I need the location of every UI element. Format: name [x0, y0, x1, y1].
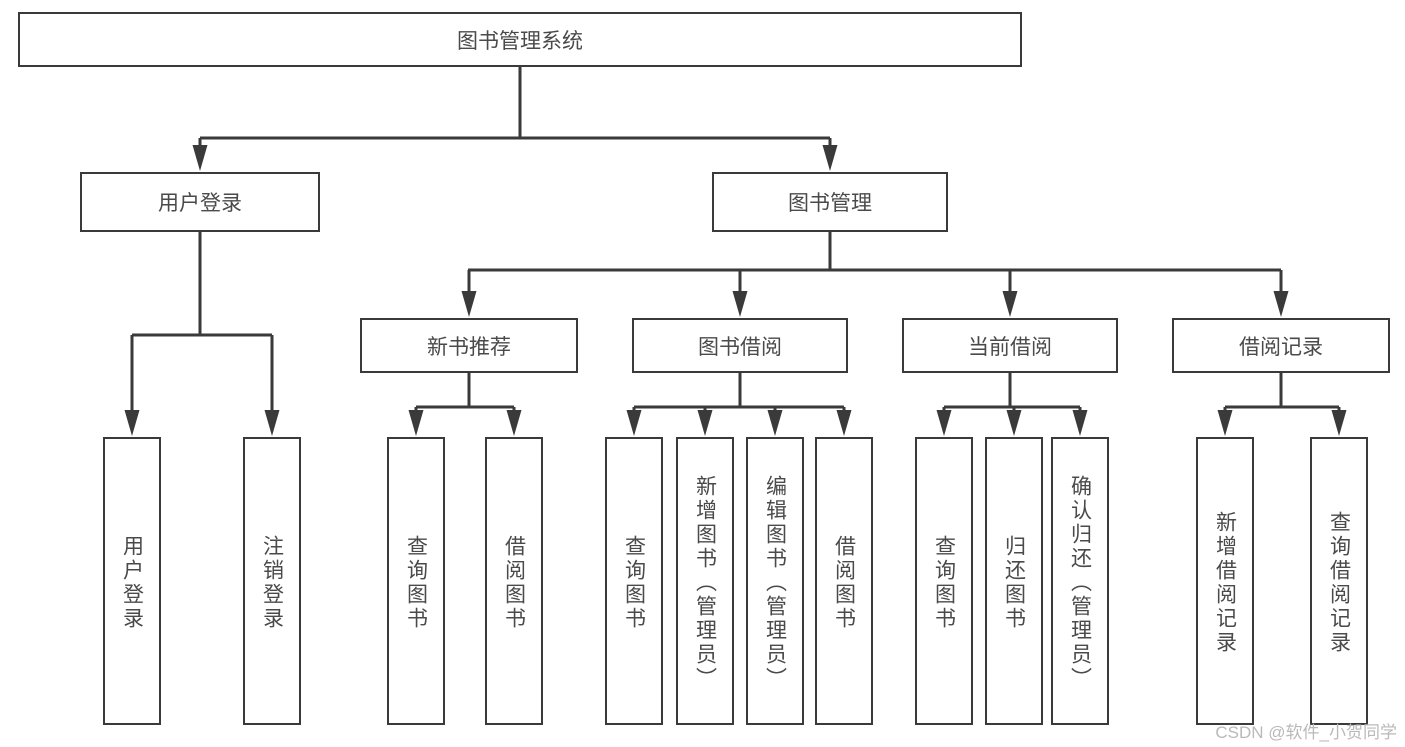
connector-bus [200, 67, 830, 140]
node-label: 归还图书 [1002, 535, 1026, 631]
node-label: 借阅图书 [502, 535, 526, 631]
connector-bus [944, 373, 1080, 409]
arrow-head [506, 410, 522, 436]
node-leaf-query-record[interactable]: 查询借阅记录 [1310, 437, 1368, 725]
node-leaf-add-book[interactable]: 新增图书（管理员） [676, 437, 734, 725]
node-leaf-user-login[interactable]: 用户登录 [103, 437, 161, 725]
watermark: CSDN @软件_小贺同学 [1215, 723, 1397, 742]
connector-arrow [192, 138, 208, 171]
arrow-head [408, 410, 424, 436]
connector-arrow [626, 407, 642, 436]
arrow-head [1006, 410, 1022, 436]
node-leaf-return-book[interactable]: 归还图书 [985, 437, 1043, 725]
node-new-book-recommend[interactable]: 新书推荐 [360, 318, 578, 373]
node-label: 注销登录 [260, 535, 284, 631]
node-label: 编辑图书（管理员） [763, 475, 787, 691]
node-label: 当前借阅 [968, 335, 1052, 359]
node-leaf-borrow-book-2[interactable]: 借阅图书 [815, 437, 873, 725]
node-label: 查询借阅记录 [1327, 511, 1351, 655]
node-leaf-confirm-return[interactable]: 确认归还（管理员） [1051, 437, 1109, 725]
node-leaf-user-logout[interactable]: 注销登录 [243, 437, 301, 725]
arrow-head [124, 410, 140, 436]
arrow-head [936, 410, 952, 436]
node-book-manage[interactable]: 图书管理 [712, 172, 948, 232]
arrow-head [626, 410, 642, 436]
connector-arrow [461, 270, 477, 317]
node-leaf-query-book-3[interactable]: 查询图书 [915, 437, 973, 725]
node-leaf-add-record[interactable]: 新增借阅记录 [1196, 437, 1254, 725]
arrow-head [822, 145, 838, 171]
arrow-head [1072, 410, 1088, 436]
connector-bus [634, 373, 844, 409]
connector-arrow [1273, 270, 1289, 317]
node-label: 查询图书 [932, 535, 956, 631]
node-user-login[interactable]: 用户登录 [80, 172, 320, 232]
arrow-head [1217, 410, 1233, 436]
node-label: 图书借阅 [698, 335, 782, 359]
node-current-borrow[interactable]: 当前借阅 [902, 318, 1118, 373]
arrow-head [461, 291, 477, 317]
node-label: 查询图书 [622, 535, 646, 631]
connector-arrow [936, 407, 952, 436]
connector-arrow [408, 407, 424, 436]
arrow-head [264, 410, 280, 436]
node-book-borrow[interactable]: 图书借阅 [632, 318, 848, 373]
arrow-head [1331, 410, 1347, 436]
connector-arrow [124, 335, 140, 436]
connector-arrow [1072, 407, 1088, 436]
arrow-head [836, 410, 852, 436]
node-label: 新增图书（管理员） [693, 475, 717, 691]
connector-arrow [1002, 270, 1018, 317]
node-root[interactable]: 图书管理系统 [18, 12, 1022, 67]
connector-arrow [1006, 407, 1022, 436]
node-label: 借阅图书 [832, 535, 856, 631]
node-label: 图书管理 [788, 192, 872, 215]
node-leaf-edit-book[interactable]: 编辑图书（管理员） [746, 437, 804, 725]
connector-arrow [506, 407, 522, 436]
arrow-head [767, 410, 783, 436]
connector-arrow [732, 270, 748, 317]
connector-arrow [836, 407, 852, 436]
connector-bus [416, 373, 514, 409]
node-label: 用户登录 [120, 535, 144, 631]
arrow-head [192, 145, 208, 171]
node-label: 用户登录 [158, 192, 242, 215]
node-label: 新书推荐 [427, 335, 511, 359]
arrow-head [1002, 291, 1018, 317]
connector-arrow [1331, 407, 1347, 436]
connector-arrow [822, 138, 838, 171]
connector-arrow [1217, 407, 1233, 436]
arrow-head [732, 291, 748, 317]
connector-arrow [767, 407, 783, 436]
connector-arrow [264, 335, 280, 436]
node-leaf-borrow-book-1[interactable]: 借阅图书 [485, 437, 543, 725]
node-label: 查询图书 [404, 535, 428, 631]
arrow-head [1273, 291, 1289, 317]
node-leaf-query-book-2[interactable]: 查询图书 [605, 437, 663, 725]
connector-bus [132, 232, 272, 337]
node-label: 新增借阅记录 [1213, 511, 1237, 655]
connector-bus [1225, 373, 1339, 409]
node-label: 借阅记录 [1239, 335, 1323, 359]
node-label: 确认归还（管理员） [1068, 475, 1092, 691]
node-label: 图书管理系统 [457, 29, 583, 53]
node-leaf-query-book-1[interactable]: 查询图书 [387, 437, 445, 725]
connector-bus [468, 232, 1281, 272]
connector-arrow [697, 407, 713, 436]
arrow-head [697, 410, 713, 436]
node-borrow-record[interactable]: 借阅记录 [1172, 318, 1390, 373]
